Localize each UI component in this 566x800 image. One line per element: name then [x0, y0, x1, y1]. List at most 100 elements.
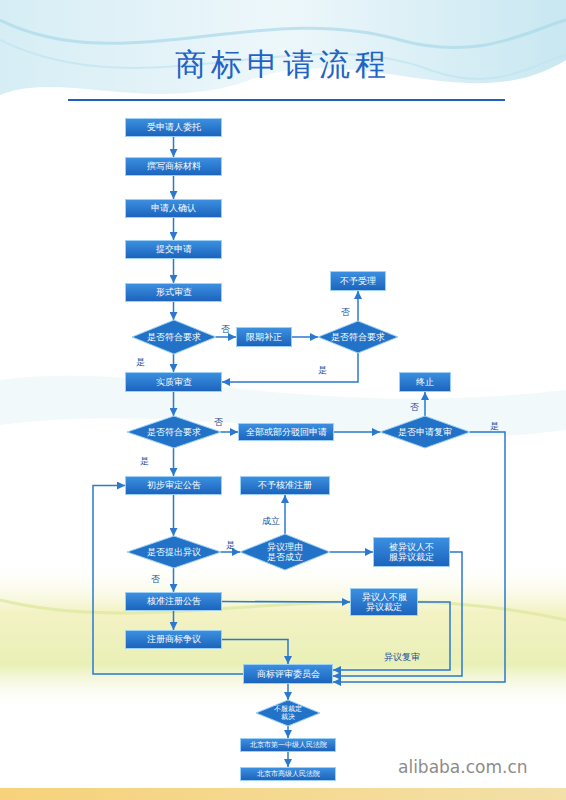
process-box: 限期补正	[236, 327, 292, 347]
node-text-group: 撰写商标材料	[147, 161, 201, 171]
process-box: 核准注册公告	[125, 592, 222, 611]
node-text-group: 初步审定公告	[147, 480, 201, 490]
edge-label: 否	[214, 416, 223, 429]
node-text: 撰写商标材料	[147, 161, 201, 171]
process-box: 注册商标争议	[125, 630, 222, 649]
node-text: 是否申请复审	[398, 427, 452, 437]
flow-arrow	[93, 486, 243, 675]
node-text-group: 是否符合要求	[147, 427, 201, 437]
flow-arrow	[216, 336, 237, 338]
node-text-group: 实质审查	[156, 377, 192, 387]
node-text: 异议理由 是否成立	[263, 542, 307, 563]
node-text: 全部或部分驳回申请	[246, 427, 327, 437]
node-text: 初步审定公告	[147, 480, 201, 490]
decision-diamond: 异议理由 是否成立	[240, 534, 330, 570]
top-wave	[0, 0, 566, 95]
flow-arrow	[222, 353, 358, 382]
decision-diamond: 不服裁定 裁决	[256, 700, 320, 726]
node-text: 是否符合要求	[147, 427, 201, 437]
yellow-band	[0, 560, 566, 710]
process-box: 不予受理	[330, 271, 386, 291]
flow-arrow	[173, 218, 175, 240]
edge-label: 否	[410, 401, 419, 414]
flow-arrow	[333, 552, 462, 676]
edge-label: 是	[136, 356, 145, 369]
node-text: 不予受理	[340, 276, 376, 286]
flow-arrow	[287, 726, 289, 738]
node-text-group: 异议人不服异议裁定	[360, 592, 408, 613]
node-text-group: 是否符合要求	[331, 332, 385, 342]
flow-arrow	[287, 752, 289, 767]
flow-arrow	[333, 432, 505, 682]
edge-label: 否	[221, 323, 230, 336]
flow-arrow	[173, 392, 175, 416]
node-text: 提交申请	[156, 244, 192, 254]
mid-wave	[0, 376, 566, 437]
node-text: 北京市第一中级人民法院	[250, 741, 327, 749]
flow-arrow	[357, 291, 359, 321]
node-text-group: 不予核准注册	[258, 480, 312, 490]
process-box: 全部或部分驳回申请	[238, 423, 334, 441]
edge-label: 是	[226, 539, 235, 552]
edge-label: 否	[151, 573, 160, 586]
flow-arrow	[173, 302, 175, 320]
decision-diamond: 是否申请复审	[380, 416, 470, 448]
diagram-title: 商标申请流程	[0, 44, 566, 86]
node-text-group: 异议理由 是否成立	[263, 542, 307, 563]
flow-arrow	[173, 176, 175, 199]
watermark: alibaba.com.cn	[398, 757, 528, 777]
node-text: 不予核准注册	[258, 480, 312, 490]
node-text: 是否提出异议	[147, 547, 201, 557]
flow-arrow	[222, 640, 288, 665]
edge-label: 是	[318, 364, 327, 377]
node-text: 不服裁定 裁决	[272, 705, 304, 721]
node-text: 终止	[416, 377, 434, 387]
process-box: 商标评审委员会	[243, 664, 333, 684]
node-text-group: 受申请人委托	[147, 122, 201, 132]
edge-label: 成立	[262, 515, 280, 528]
edge-label: 否	[341, 306, 350, 319]
node-text: 北京市高级人民法院	[257, 770, 320, 778]
decision-diamond: 是否符合要求	[127, 416, 221, 448]
flow-arrow	[173, 259, 175, 283]
node-text-group: 是否申请复审	[398, 427, 452, 437]
wave-line	[0, 600, 566, 620]
process-box: 北京市第一中级人民法院	[240, 738, 336, 752]
diamond-shape	[127, 416, 221, 448]
node-text-group: 北京市第一中级人民法院	[250, 741, 327, 749]
node-text-group: 核准注册公告	[147, 596, 201, 606]
process-box: 异议人不服异议裁定	[350, 588, 418, 616]
node-text-group: 形式审查	[156, 287, 192, 297]
bottom-stripe	[0, 788, 566, 800]
node-text: 申请人确认	[151, 203, 196, 213]
node-text-group: 北京市高级人民法院	[257, 770, 320, 778]
flow-arrow	[221, 431, 239, 433]
flow-arrow	[284, 495, 286, 534]
node-text-group: 全部或部分驳回申请	[246, 427, 327, 437]
diamond-shape	[318, 321, 398, 353]
process-box: 北京市高级人民法院	[240, 767, 336, 781]
flow-arrow	[287, 684, 289, 700]
process-box: 撰写商标材料	[125, 157, 222, 176]
flow-arrow	[424, 392, 426, 416]
node-text-group: 终止	[416, 377, 434, 387]
node-text-group: 申请人确认	[151, 203, 196, 213]
node-text-group: 不予受理	[340, 276, 376, 286]
node-text-group: 注册商标争议	[147, 634, 201, 644]
node-text: 受申请人委托	[147, 122, 201, 132]
process-box: 初步审定公告	[125, 476, 222, 495]
diamond-shape	[380, 416, 470, 448]
title-rule	[68, 99, 505, 101]
diamond-shape	[256, 700, 320, 726]
decision-diamond: 是否符合要求	[132, 320, 216, 354]
flow-arrow	[173, 137, 175, 157]
node-text: 是否符合要求	[331, 332, 385, 342]
edge-label: 是	[140, 455, 149, 468]
node-text-group: 限期补正	[246, 332, 282, 342]
process-box: 被异议人不服异议裁定	[373, 537, 450, 567]
flow-arrow	[221, 551, 241, 553]
node-text: 注册商标争议	[147, 634, 201, 644]
process-box: 不予核准注册	[240, 476, 330, 495]
decision-diamond: 是否提出异议	[127, 536, 221, 568]
flow-arrow	[173, 448, 175, 476]
